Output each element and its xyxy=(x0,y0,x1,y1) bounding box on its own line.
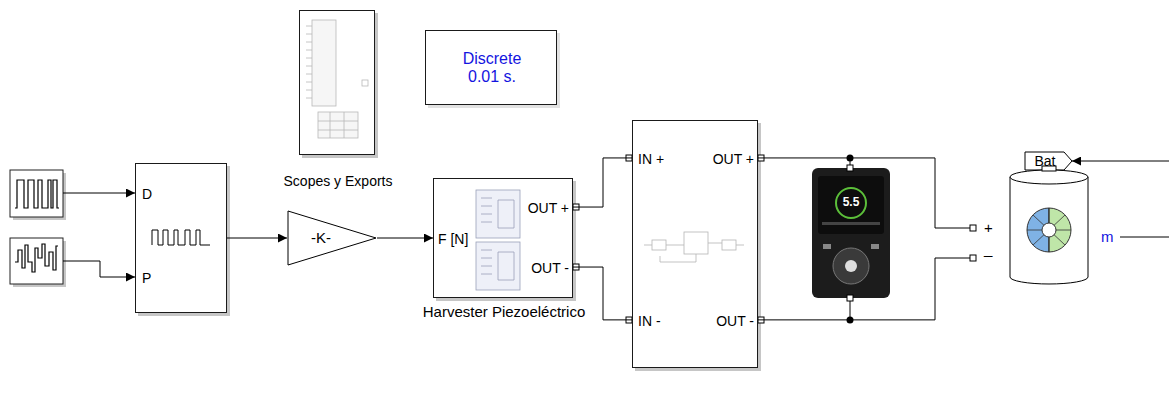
source-block xyxy=(10,238,63,284)
device-screen xyxy=(818,176,884,234)
port-label: IN + xyxy=(638,151,664,167)
subsystem-icon xyxy=(644,232,744,262)
screen-reading: 5.5 xyxy=(843,196,860,210)
text-holder: 5.5 xyxy=(843,196,860,210)
port-label: P xyxy=(142,270,151,286)
screen-bar xyxy=(822,222,880,225)
harvester-block: F [N]OUT +OUT -Harvester Piezoeléctrico xyxy=(433,178,573,298)
pulse-waveform xyxy=(15,180,59,208)
text-holder: IN + xyxy=(638,151,664,167)
screen-ring xyxy=(836,188,866,218)
block-label: Scopes y Exports xyxy=(284,173,393,189)
port-label: OUT - xyxy=(531,260,569,276)
signal-line xyxy=(63,261,135,277)
text-holder: _ xyxy=(984,240,992,257)
scopes-icon-part xyxy=(306,26,312,98)
port-square xyxy=(847,165,853,171)
gain-block: -K- xyxy=(287,210,377,266)
battery-icon xyxy=(1027,208,1071,252)
text-holder: OUT - xyxy=(716,313,754,329)
signal-line xyxy=(1072,161,1169,162)
battery-body xyxy=(1010,177,1088,284)
device-button xyxy=(845,260,857,272)
block-label: Discrete 0.01 s. xyxy=(450,50,534,87)
text-holder: Scopes y Exports xyxy=(284,173,393,189)
port-label: OUT + xyxy=(713,151,754,167)
signal-connector xyxy=(758,158,970,228)
port-label: F [N] xyxy=(438,231,468,247)
tag-outline xyxy=(1025,152,1072,170)
port-label: + xyxy=(984,219,993,236)
subsystem-icon-part xyxy=(722,240,736,250)
battery-top xyxy=(1010,170,1088,184)
gain-triangle xyxy=(288,211,376,265)
battery-cap xyxy=(1042,166,1056,171)
block-label: -K- xyxy=(311,229,331,246)
battery-block: +_m xyxy=(970,165,1092,290)
block-fill xyxy=(299,10,375,155)
scopes-icon-part xyxy=(312,20,336,106)
block-fill xyxy=(135,163,227,313)
subsystem-icon-part xyxy=(652,240,666,250)
block-fill xyxy=(433,178,573,298)
port-label: IN - xyxy=(638,313,661,329)
text-holder: OUT + xyxy=(528,200,569,216)
port-label: OUT - xyxy=(716,313,754,329)
text-holder: Harvester Piezoeléctrico xyxy=(421,303,588,320)
text-holder: + xyxy=(984,219,993,236)
signal-connector xyxy=(758,258,970,320)
block-fill xyxy=(425,30,557,105)
port-squares-part xyxy=(970,255,976,261)
battery-icon xyxy=(1042,223,1056,237)
pulse-icon xyxy=(152,230,210,245)
pump-device xyxy=(812,168,890,298)
text-holder: m xyxy=(1101,228,1114,245)
port-label: D xyxy=(142,186,152,202)
scopes-icon-part xyxy=(362,80,368,86)
subsystem-icon-part xyxy=(644,243,744,262)
text-holder: D xyxy=(142,186,152,202)
device-button xyxy=(871,244,879,249)
block-shadows xyxy=(13,13,761,371)
text-holder: OUT + xyxy=(713,151,754,167)
port-square xyxy=(847,295,853,301)
text-holder: F [N] xyxy=(438,231,468,247)
source-block xyxy=(10,170,63,217)
signal-line xyxy=(63,193,135,194)
port-squares-part xyxy=(970,225,976,231)
port-label: _ xyxy=(984,240,992,257)
solver-block: Discrete 0.01 s. xyxy=(425,30,557,105)
scopes-icon-part xyxy=(318,112,358,138)
device-button xyxy=(823,244,831,249)
random-waveform xyxy=(15,244,58,272)
signal-line xyxy=(1120,237,1169,238)
converter-subsystem: IN + OUT + IN - OUT - xyxy=(632,120,758,368)
gain-outline xyxy=(287,210,377,266)
signal-connector xyxy=(227,238,287,239)
text-holder: -K- xyxy=(311,229,331,246)
text-holder: P xyxy=(142,270,151,286)
text-holder: Discrete 0.01 s. xyxy=(450,50,534,87)
port-label: Harvester Piezoeléctrico xyxy=(421,303,588,320)
text-holder: IN - xyxy=(638,313,661,329)
pulse-generator-block: DP xyxy=(135,163,227,313)
port-squares xyxy=(573,155,976,323)
signal-connector xyxy=(573,158,632,207)
text-holder: OUT - xyxy=(531,260,569,276)
subsystem-icon-part xyxy=(481,198,514,280)
block-fill xyxy=(632,120,758,368)
port-label: m xyxy=(1101,228,1114,245)
signal-connector xyxy=(377,238,433,239)
scopes-icon xyxy=(306,20,368,138)
subsystem-block: Scopes y Exports xyxy=(299,10,375,155)
subsystem-icon-part xyxy=(684,232,708,254)
port-label: OUT + xyxy=(528,200,569,216)
device-dpad xyxy=(833,248,869,284)
subsystem-icon xyxy=(476,190,520,290)
scopes-icon-part xyxy=(318,112,358,138)
